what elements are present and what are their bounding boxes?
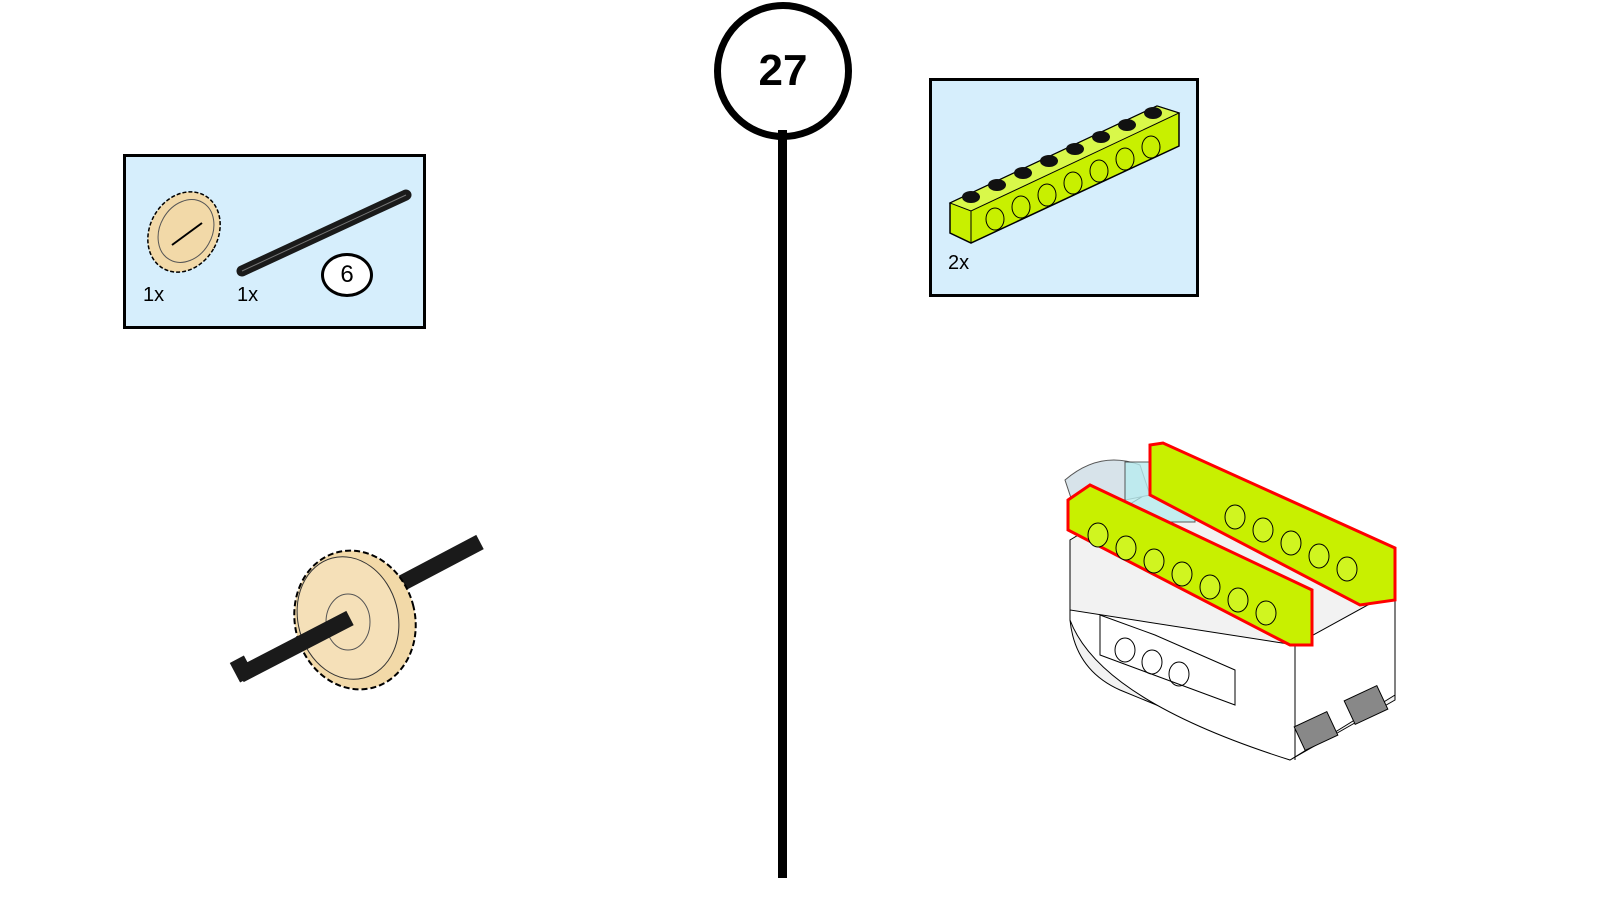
technic-beam-icon <box>948 105 1181 244</box>
axle-quantity: 1x <box>237 284 259 306</box>
axle-icon <box>236 189 412 277</box>
parts-callout-right: 2x <box>929 78 1199 297</box>
beam-quantity: 2x <box>948 252 970 274</box>
step-divider <box>778 130 787 878</box>
step-number: 27 <box>714 2 852 140</box>
gear-axle-assembly <box>229 534 484 691</box>
parts-callout-left: 1x 1x 6 <box>123 154 426 329</box>
axle-length-badge: 6 <box>321 253 373 297</box>
gear-quantity: 1x <box>143 284 165 306</box>
bevel-gear-icon <box>147 191 221 273</box>
hub-assembly <box>1064 441 1397 761</box>
